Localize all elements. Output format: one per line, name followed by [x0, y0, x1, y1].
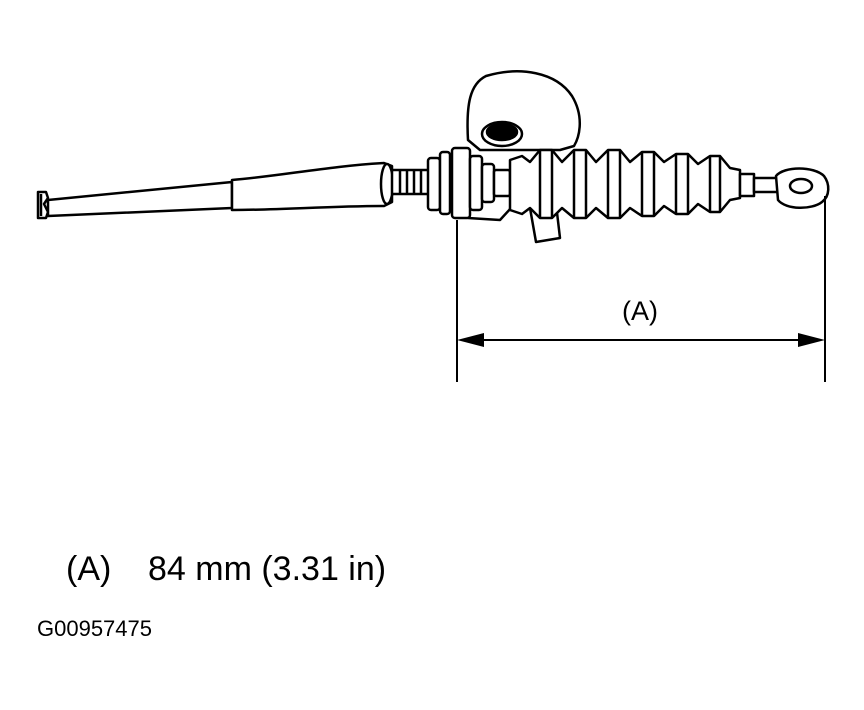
legend-value: 84 mm (3.31 in)	[148, 550, 387, 588]
bellows-boot	[508, 148, 742, 220]
cable-sheath	[230, 161, 394, 212]
threaded-rod	[390, 168, 432, 196]
arrow-left	[457, 333, 484, 347]
eyelet-end	[774, 167, 830, 209]
mounting-bracket	[458, 70, 581, 244]
cable-end-tip	[36, 190, 50, 220]
lock-nut	[426, 146, 512, 220]
legend-key: (A)	[66, 550, 112, 588]
cable-line	[46, 180, 234, 218]
dimension-label: (A)	[622, 296, 658, 326]
cable-diagram	[36, 70, 830, 382]
dimension-legend: (A) 84 mm (3.31 in)	[66, 550, 386, 589]
figure-id: G00957475	[37, 616, 152, 641]
end-rod	[738, 172, 782, 198]
dimension-a	[456, 196, 826, 382]
arrow-right	[798, 333, 825, 347]
